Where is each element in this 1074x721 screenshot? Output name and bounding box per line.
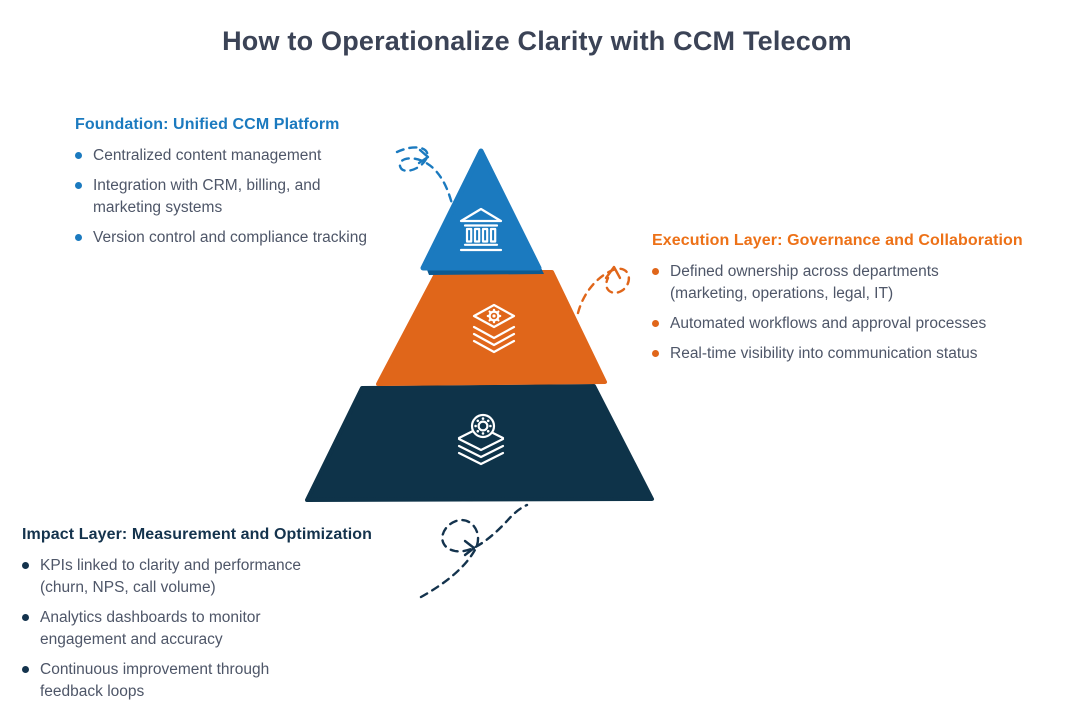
bullet-dot (22, 562, 29, 569)
pyramid-layer-impact-edge (305, 384, 654, 502)
list-item: Real-time visibility into communication … (652, 343, 1072, 365)
list-item: KPIs linked to clarity and performance (… (22, 555, 422, 599)
execution-heading: Execution Layer: Governance and Collabor… (652, 232, 1023, 249)
bullet-text: Continuous improvement through feedback … (40, 661, 270, 700)
bullet-text: Defined ownership across departments (ma… (670, 263, 939, 302)
impact-bullet-list: KPIs linked to clarity and performance (… (22, 555, 422, 703)
bullet-dot (652, 350, 659, 357)
list-item: Analytics dashboards to monitor engageme… (22, 607, 422, 651)
bullet-dot (75, 152, 82, 159)
execution-text-block: Execution Layer: Governance and Collabor… (652, 232, 1072, 373)
bullet-text: Analytics dashboards to monitor engageme… (40, 609, 261, 648)
list-item: Version control and compliance tracking (75, 227, 465, 249)
layers-gear-icon (472, 303, 516, 354)
pyramid-layer-execution (378, 272, 605, 384)
bullet-text: Real-time visibility into communication … (670, 345, 978, 362)
bullet-dot (22, 614, 29, 621)
bullet-text: Version control and compliance tracking (93, 229, 367, 246)
layers-wheel-icon (457, 413, 505, 466)
list-item: Integration with CRM, billing, and marke… (75, 175, 465, 219)
pyramid-layer-execution-edge (376, 270, 607, 386)
bullet-dot (652, 320, 659, 327)
foundation-text-block: Foundation: Unified CCM Platform Central… (75, 116, 465, 257)
foundation-heading: Foundation: Unified CCM Platform (75, 116, 340, 133)
bullet-dot (75, 234, 82, 241)
foundation-bullet-list: Centralized content management Integrati… (75, 145, 465, 249)
pyramid-layer-impact (307, 386, 652, 500)
impact-heading: Impact Layer: Measurement and Optimizati… (22, 526, 373, 543)
bullet-text: Automated workflows and approval process… (670, 315, 987, 332)
bullet-dot (652, 268, 659, 275)
bullet-text: Centralized content management (93, 147, 322, 164)
bullet-text: Integration with CRM, billing, and marke… (93, 177, 321, 216)
list-item: Continuous improvement through feedback … (22, 659, 422, 703)
impact-text-block: Impact Layer: Measurement and Optimizati… (22, 526, 422, 711)
foundation-shadow (424, 262, 544, 275)
bullet-dot (75, 182, 82, 189)
impact-arrow (419, 503, 529, 599)
execution-bullet-list: Defined ownership across departments (ma… (652, 261, 1072, 365)
list-item: Automated workflows and approval process… (652, 313, 1072, 335)
page-title: How to Operationalize Clarity with CCM T… (222, 26, 852, 56)
bullet-text: KPIs linked to clarity and performance (… (40, 557, 302, 596)
list-item: Centralized content management (75, 145, 465, 167)
bank-icon (459, 207, 503, 252)
list-item: Defined ownership across departments (ma… (652, 261, 1072, 305)
execution-arrow (576, 265, 631, 315)
bullet-dot (22, 666, 29, 673)
